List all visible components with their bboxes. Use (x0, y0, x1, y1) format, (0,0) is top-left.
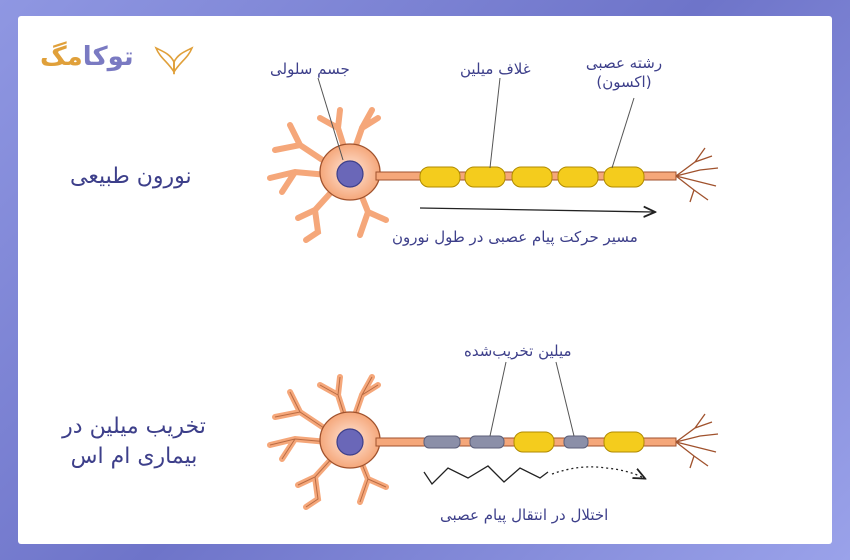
cell-body-label: جسم سلولی (270, 60, 350, 78)
wings-icon (154, 46, 194, 75)
nucleus (336, 160, 364, 188)
diagram-card (18, 16, 832, 544)
disrupted-signal-line (423, 465, 549, 486)
signal-direction-arrow (419, 208, 654, 212)
damaged-title-line1: تخریب میلین در (62, 414, 206, 439)
disrupted-signal-arrow (551, 466, 644, 478)
brand-name-part2: مگ (40, 42, 83, 72)
nucleus-damaged (336, 428, 364, 456)
brand-name: توکامگ (40, 42, 134, 72)
normal-neuron (267, 77, 719, 243)
damaged-title-line2: بیماری ام اس (70, 444, 198, 469)
normal-neuron-title: نورون طبیعی (70, 164, 192, 189)
brand-logo: توکامگ (26, 42, 196, 82)
intact-myelin-segments (513, 431, 645, 453)
axon-label-line2: (اکسون) (596, 73, 652, 91)
axon-terminals (675, 147, 719, 203)
damaged-neuron (267, 361, 719, 510)
damaged-neuron-title: تخریب میلین در بیماری ام اس (38, 412, 230, 472)
damaged-myelin-segments (423, 435, 589, 449)
myelin-sheath-label: غلاف میلین (460, 60, 531, 78)
axon-label: رشته عصبی (اکسون) (578, 54, 670, 92)
axon-label-line1: رشته عصبی (585, 54, 663, 72)
disruption-label: اختلال در انتقال پیام عصبی (440, 506, 609, 524)
signal-path-label: مسیر حرکت پیام عصبی در طول نورون (392, 228, 638, 246)
damaged-myelin-label: میلین تخریب‌شده (464, 342, 572, 360)
brand-name-part1: توکا (82, 42, 134, 72)
myelin-segments (419, 166, 645, 188)
